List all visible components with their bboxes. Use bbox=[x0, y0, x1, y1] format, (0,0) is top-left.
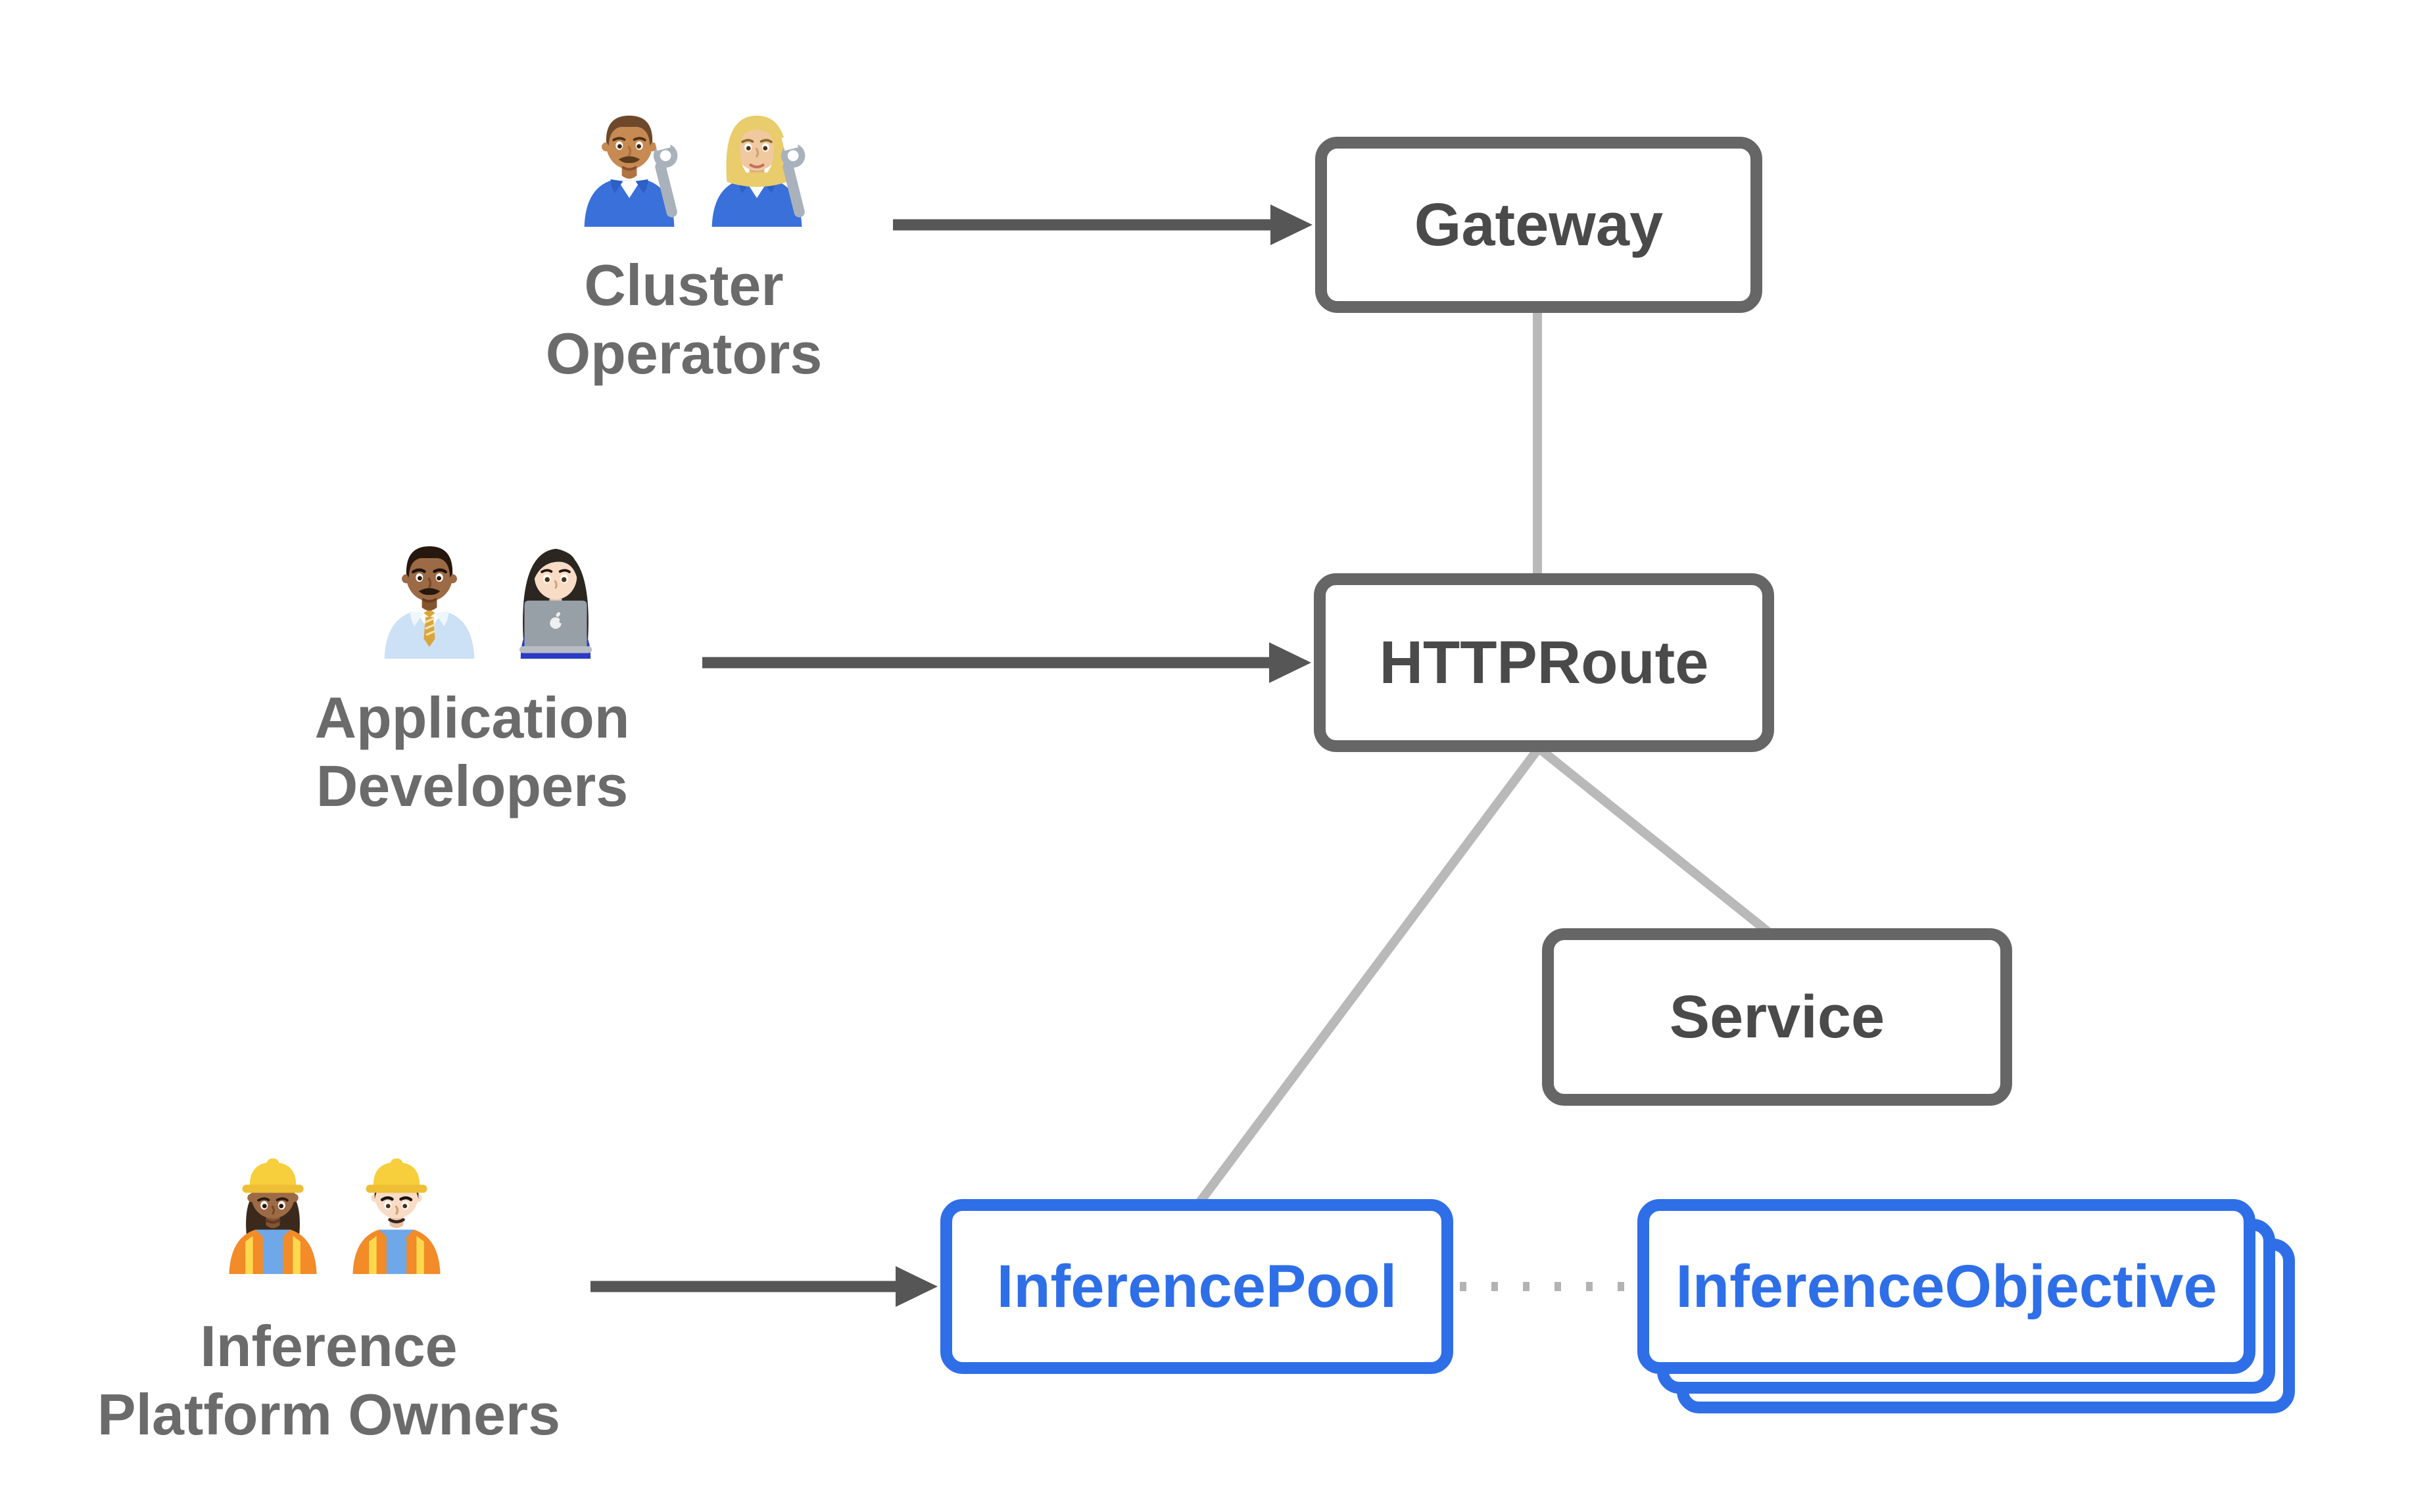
man-office-worker-emoji bbox=[367, 534, 492, 659]
node-gateway: Gateway bbox=[1315, 137, 1762, 313]
edge-httproute-service bbox=[1535, 744, 1773, 937]
man-mechanic-emoji bbox=[567, 102, 692, 227]
woman-mechanic-emoji bbox=[694, 102, 819, 227]
cluster-operators-label: Cluster Operators bbox=[546, 251, 823, 388]
node-gateway-label: Gateway bbox=[1414, 191, 1664, 258]
application-developers-label-line2: Developers bbox=[316, 753, 629, 818]
arrow-application-developers-to-httproute bbox=[702, 642, 1311, 683]
node-inferencepool: InferencePool bbox=[940, 1199, 1453, 1374]
wrench-icon bbox=[781, 134, 806, 218]
arrow-inference-platform-owners-to-inferencepool bbox=[590, 1266, 938, 1307]
node-inferenceobjective-label: InferenceObjective bbox=[1675, 1252, 2217, 1320]
cluster-operators-label-line1: Cluster bbox=[584, 252, 784, 318]
inference-platform-owners-label-line2: Platform Owners bbox=[97, 1382, 561, 1447]
laptop-icon bbox=[519, 600, 592, 653]
apple-logo-icon bbox=[550, 612, 564, 629]
man-construction-worker-emoji bbox=[334, 1149, 459, 1274]
node-inferencepool-label: InferencePool bbox=[996, 1252, 1397, 1320]
node-inferenceobjective: InferenceObjective bbox=[1637, 1199, 2295, 1413]
node-service: Service bbox=[1542, 928, 2012, 1106]
inference-platform-owners-label-line1: Inference bbox=[200, 1313, 458, 1379]
woman-construction-worker-emoji bbox=[210, 1149, 335, 1274]
application-developers-label-line1: Application bbox=[314, 685, 630, 750]
woman-technologist-emoji bbox=[493, 534, 618, 659]
cluster-operators-label-line2: Operators bbox=[545, 321, 823, 386]
inference-platform-owners-label: Inference Platform Owners bbox=[97, 1312, 560, 1449]
node-httproute: HTTPRoute bbox=[1314, 573, 1774, 752]
node-service-label: Service bbox=[1669, 983, 1885, 1051]
arrow-cluster-operators-to-gateway bbox=[893, 204, 1313, 245]
hard-hat-icon bbox=[366, 1158, 427, 1193]
node-httproute-label: HTTPRoute bbox=[1379, 628, 1709, 696]
wrench-icon bbox=[653, 134, 678, 218]
edge-httproute-inferencepool bbox=[1194, 745, 1543, 1208]
hard-hat-icon bbox=[242, 1158, 304, 1193]
inferenceobjective-front-card: InferenceObjective bbox=[1637, 1199, 2255, 1374]
application-developers-label: Application Developers bbox=[314, 684, 629, 820]
